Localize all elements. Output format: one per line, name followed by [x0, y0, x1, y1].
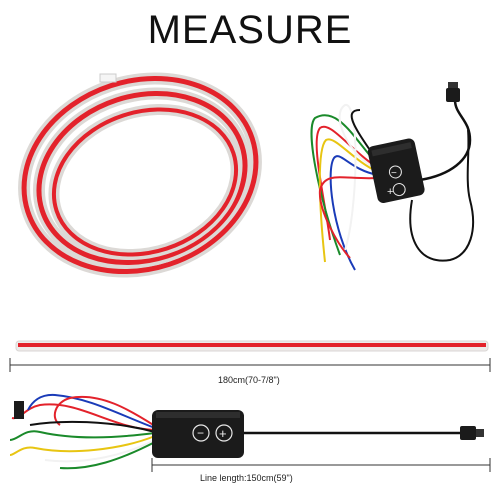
controller-box-bottom — [152, 410, 244, 458]
wire-bundle-top — [310, 104, 379, 271]
connector-tip-top — [448, 82, 458, 88]
strip-dimension-line — [9, 358, 491, 372]
minus-symbol-bottom: − — [197, 426, 204, 440]
connector-plug-right — [460, 426, 476, 440]
connector-plug-left — [14, 401, 24, 419]
coiled-led-strip — [18, 72, 262, 278]
connector-plug-top — [446, 88, 460, 102]
controller-cable-loop — [409, 129, 475, 262]
plus-symbol-top: + — [387, 186, 393, 198]
connector-tip-right — [476, 429, 484, 437]
straight-led-strip — [15, 340, 489, 352]
line-length-label: Line length:150cm(59") — [200, 473, 293, 483]
page-title: MEASURE — [147, 8, 353, 52]
minus-symbol-top: − — [391, 168, 397, 179]
wire-bundle-bottom — [9, 393, 156, 470]
strip-end-cap — [99, 73, 117, 83]
strip-length-label: 180cm(70-7/8") — [218, 375, 280, 385]
controller-box-top — [367, 138, 425, 204]
plus-symbol-bottom: + — [219, 426, 227, 441]
cable-dimension-line — [151, 458, 491, 472]
controller-cable-top — [419, 99, 472, 182]
